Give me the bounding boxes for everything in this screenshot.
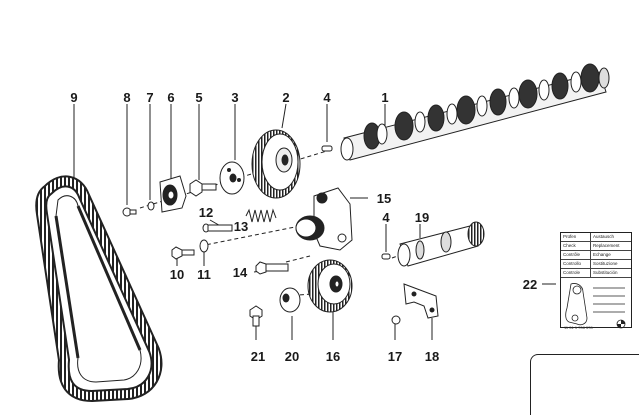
label-row: Controle Substitución — [561, 269, 631, 278]
service-label-card: Prüfen Austausch Check Replacement Contr… — [560, 232, 632, 330]
callout-11: 11 — [197, 267, 211, 282]
pin-part — [202, 223, 233, 233]
callout-4-lower: 4 — [382, 210, 390, 225]
callout-10: 10 — [169, 267, 185, 282]
label-cell: Sostituzione — [593, 261, 618, 266]
woodruff-key-upper-part — [321, 145, 333, 152]
flange-part — [219, 161, 245, 195]
label-row: Controllo Sostituzione — [561, 260, 631, 269]
bolt-10-part — [171, 246, 195, 260]
callout-8: 8 — [123, 90, 131, 105]
callout-6: 6 — [167, 90, 175, 105]
label-cell: Prüfen — [561, 233, 591, 241]
woodruff-key-lower-part — [381, 253, 391, 260]
callout-13: 13 — [233, 219, 249, 234]
label-row: Contrôle Echange — [561, 251, 631, 260]
washer-11-part — [199, 239, 209, 253]
label-cell: Substitución — [593, 270, 618, 275]
callout-2: 2 — [282, 90, 290, 105]
callout-22: 22 — [522, 277, 538, 292]
belt-routing-sketch — [565, 283, 626, 329]
label-card-part-number: 11 31 1 708 578 — [564, 325, 593, 330]
intermediate-shaft-part — [397, 221, 485, 267]
spacer-part — [279, 287, 301, 313]
callout-14: 14 — [232, 265, 248, 280]
car-thumbnail-frame — [530, 354, 639, 415]
callout-9: 9 — [70, 90, 78, 105]
callout-3: 3 — [231, 90, 239, 105]
camshaft-sprocket-part — [251, 129, 301, 199]
screw-small-part — [122, 207, 137, 217]
bracket-part — [403, 283, 439, 319]
callout-16: 16 — [325, 349, 341, 364]
label-cell: Echange — [593, 252, 611, 257]
callout-20: 20 — [284, 349, 300, 364]
label-card-body: 11 31 1 708 578 — [561, 278, 631, 332]
callout-7: 7 — [146, 90, 154, 105]
tensioner-pulley-part — [307, 259, 353, 313]
label-cell: Replacement — [593, 243, 620, 248]
label-row: Check Replacement — [561, 242, 631, 251]
label-cell: Check — [561, 242, 591, 250]
timing-belt-part — [35, 175, 163, 403]
tensioner-bracket-part — [295, 187, 353, 251]
callout-15: 15 — [376, 191, 392, 206]
spring-part — [245, 208, 277, 223]
callout-19: 19 — [414, 210, 430, 225]
camshaft-part — [340, 63, 610, 161]
bolt-21-part — [249, 305, 263, 327]
callout-5: 5 — [195, 90, 203, 105]
label-row: Prüfen Austausch — [561, 233, 631, 242]
callout-1: 1 — [381, 90, 389, 105]
screw-17-part — [391, 315, 401, 325]
washer-small-part — [147, 201, 155, 211]
callout-18: 18 — [424, 349, 440, 364]
drive-hub-part — [159, 175, 187, 213]
label-cell: Austausch — [593, 234, 615, 239]
label-cell: Controle — [561, 269, 591, 277]
label-cell: Controllo — [561, 260, 591, 268]
callout-17: 17 — [387, 349, 403, 364]
callout-4-upper: 4 — [323, 90, 331, 105]
label-cell: Contrôle — [561, 251, 591, 259]
callout-12: 12 — [198, 205, 214, 220]
bolt-upper-part — [189, 179, 217, 197]
bolt-14-part — [255, 261, 289, 275]
callout-21: 21 — [250, 349, 266, 364]
